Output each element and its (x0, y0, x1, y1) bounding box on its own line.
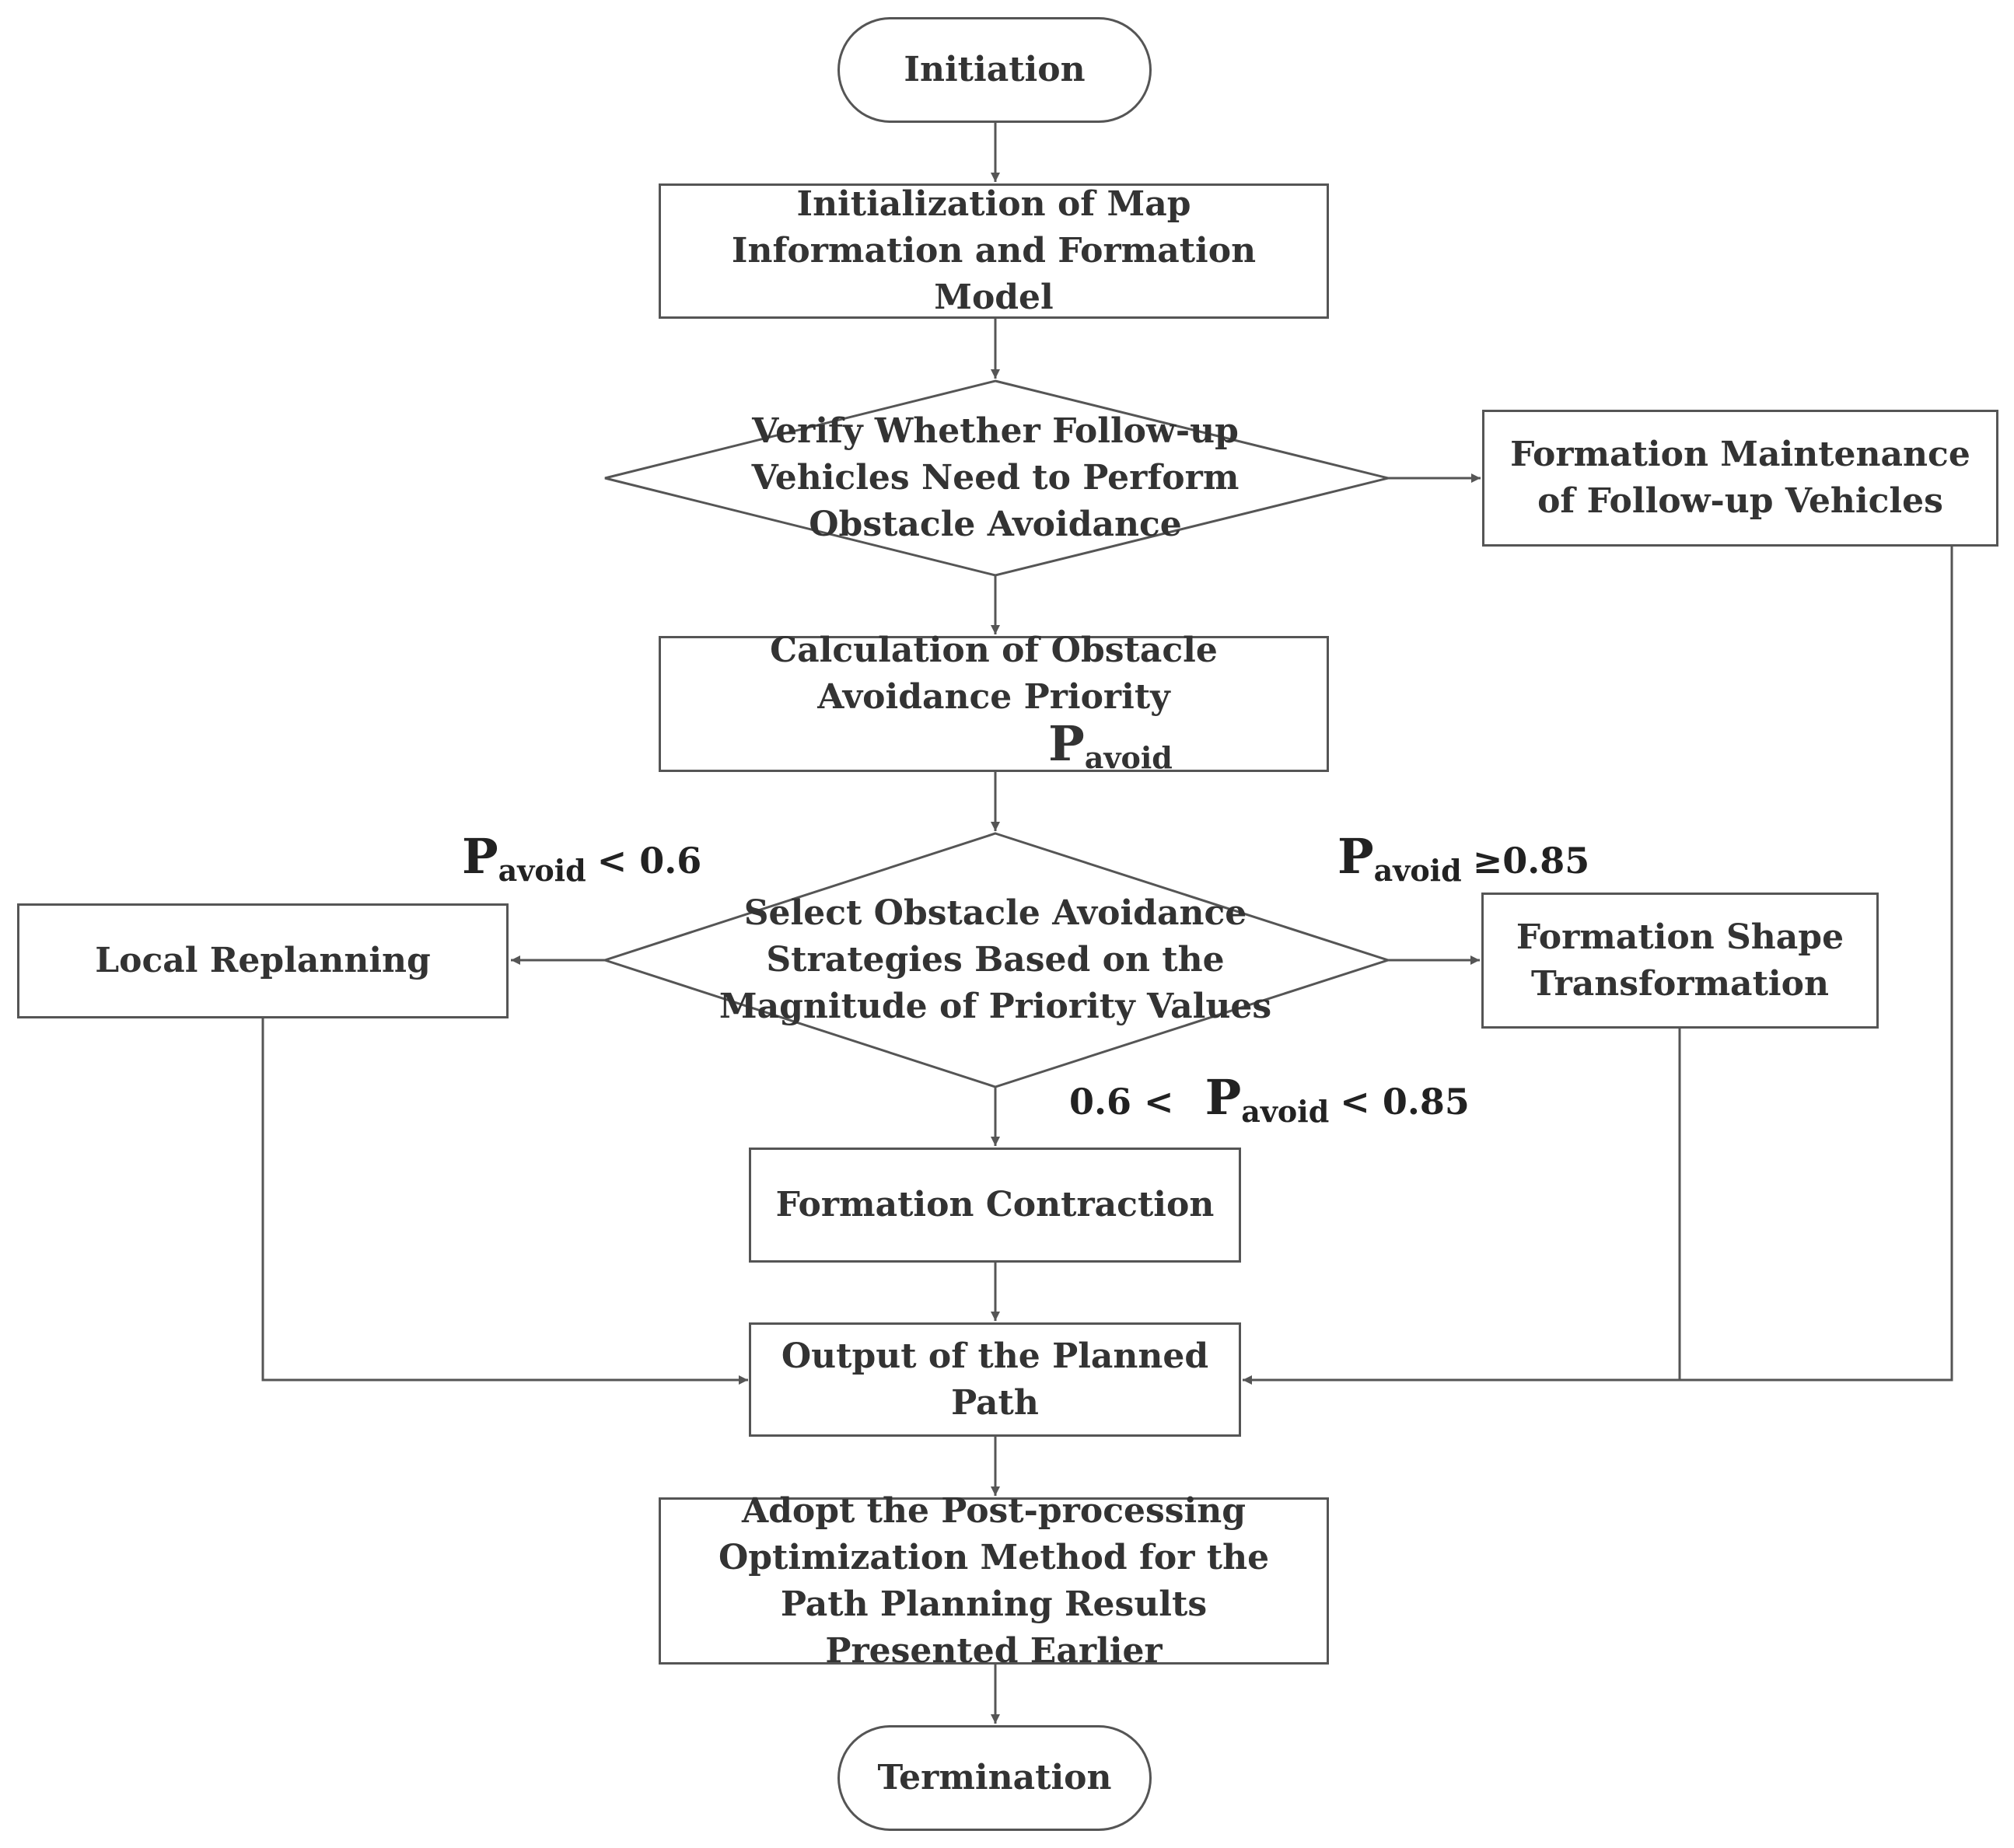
calc-priority-symbol: Pavoid (1048, 719, 1173, 781)
shape-transformation-label: Formation Shape Transformation (1516, 917, 1844, 1004)
init-map-process: Initialization of Map Information and Fo… (659, 183, 1329, 319)
select-strategy-decision: Select Obstacle Avoidance Strategies Bas… (692, 886, 1299, 1034)
line-maintenance-to-output (1680, 547, 1953, 1382)
condition-low-value: < 0.6 (596, 840, 702, 882)
local-replanning-process: Local Replanning (17, 903, 509, 1018)
init-map-label: Initialization of Map Information and Fo… (731, 184, 1257, 317)
condition-mid-value: < 0.85 (1340, 1081, 1470, 1123)
maintenance-process: Formation Maintenance of Follow-up Vehic… (1482, 410, 1998, 547)
termination-terminal: Termination (837, 1725, 1152, 1831)
verify-decision: Verify Whether Follow-up Vehicles Need t… (700, 404, 1291, 552)
post-processing-label: Adopt the Post-processing Optimization M… (718, 1490, 1270, 1671)
condition-low-subscript: avoid (498, 853, 586, 888)
condition-high: Pavoid ≥0.85 (1337, 828, 1589, 888)
local-replanning-label: Local Replanning (95, 941, 431, 980)
condition-low-symbol: P (462, 828, 498, 885)
p-avoid-subscript: avoid (1084, 739, 1173, 775)
maintenance-label: Formation Maintenance of Follow-up Vehic… (1510, 435, 1970, 521)
condition-mid-prefix: 0.6 < (1069, 1081, 1174, 1123)
select-strategy-label: Select Obstacle Avoidance Strategies Bas… (719, 893, 1272, 1026)
calc-priority-process: Calculation of Obstacle Avoidance Priori… (659, 631, 1329, 775)
initiation-label: Initiation (904, 50, 1086, 89)
shape-transformation-process: Formation Shape Transformation (1481, 893, 1879, 1029)
condition-low: Pavoid < 0.6 (462, 828, 701, 888)
initiation-terminal: Initiation (837, 17, 1152, 123)
condition-mid-symbol: P (1205, 1069, 1242, 1126)
condition-mid: 0.6 < Pavoid < 0.85 (1069, 1069, 1470, 1129)
termination-label: Termination (877, 1758, 1112, 1797)
output-path-label: Output of the Planned Path (781, 1336, 1209, 1423)
post-processing-process: Adopt the Post-processing Optimization M… (659, 1491, 1329, 1671)
condition-high-subscript: avoid (1373, 853, 1462, 888)
verify-label: Verify Whether Follow-up Vehicles Need t… (751, 411, 1240, 544)
arrow-local-replanning-to-output (261, 1018, 748, 1385)
contraction-process: Formation Contraction (749, 1148, 1241, 1263)
condition-high-symbol: P (1337, 828, 1374, 885)
condition-high-value: ≥0.85 (1472, 840, 1590, 882)
output-path-process: Output of the Planned Path (749, 1322, 1241, 1437)
p-avoid-symbol: P (1048, 714, 1085, 772)
condition-mid-subscript: avoid (1241, 1094, 1330, 1129)
calc-priority-label: Calculation of Obstacle Avoidance Priori… (770, 630, 1218, 717)
contraction-label: Formation Contraction (775, 1185, 1215, 1224)
